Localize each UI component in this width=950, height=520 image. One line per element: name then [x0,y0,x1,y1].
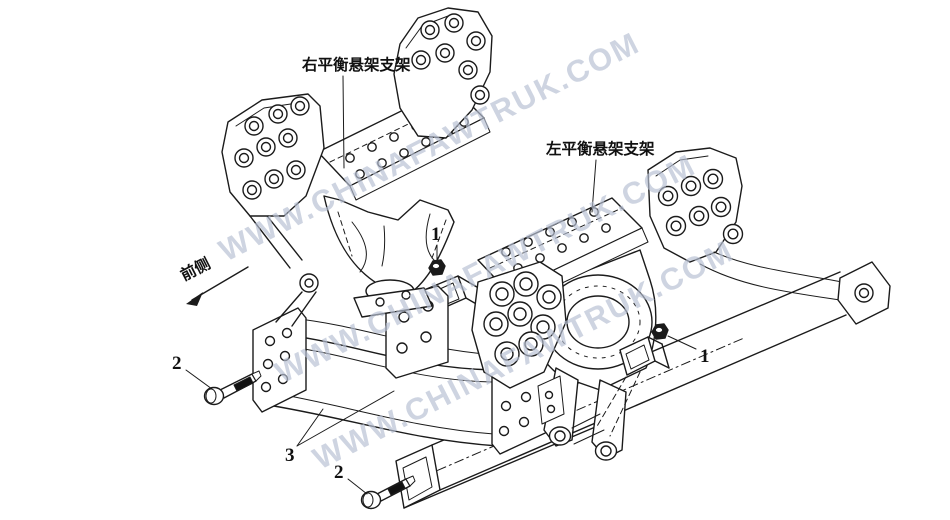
label-right-bracket: 右平衡悬架支架 [302,55,411,74]
callout-2-left: 2 [172,353,182,374]
callout-2-bottom: 2 [334,462,344,483]
callout-1-upper: 1 [431,224,441,245]
hex-nut-lower-drawing [651,323,669,340]
label-left-bracket: 左平衡悬架支架 [545,139,655,158]
label-front-side: 前侧 [177,254,213,285]
right-bracket-drawing [221,7,493,327]
hex-bolt-left-drawing [203,370,262,406]
support-beam-drawing [395,271,847,509]
leader-lines [185,75,697,495]
callout-3: 3 [285,445,295,466]
hex-nut-upper-drawing [428,259,446,276]
front-direction-arrow [186,266,249,306]
callout-1-lower: 1 [700,346,710,367]
hex-bolt-bottom-drawing [360,475,416,510]
left-bracket-drawing [471,147,891,461]
